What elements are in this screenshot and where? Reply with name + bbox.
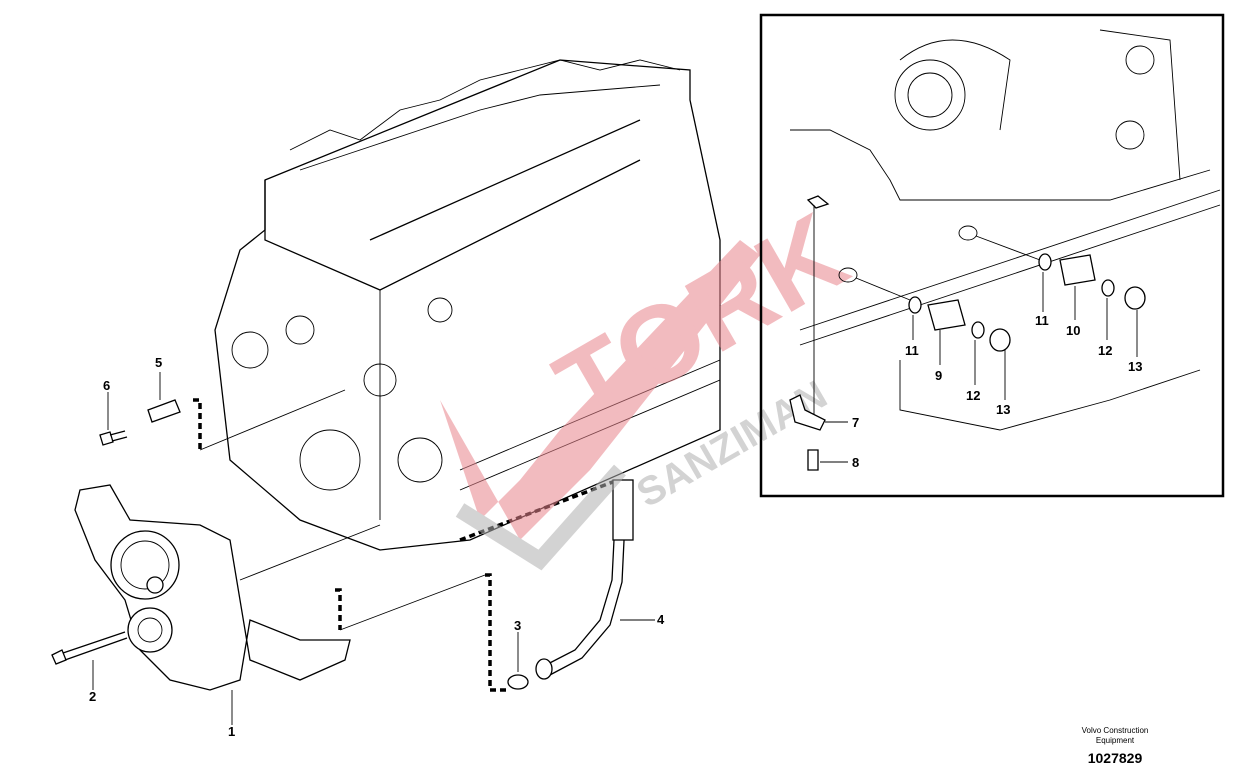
illustration-footer: Volvo Construction Equipment 1027829 — [1055, 726, 1175, 766]
illustration-number: 1027829 — [1087, 750, 1143, 766]
oil-pump — [74, 484, 351, 691]
callout-12: 12 — [966, 388, 980, 403]
watermark-logo: TORK SANZIMAN — [440, 190, 866, 571]
detail-inset — [759, 13, 1225, 498]
callout-7: 7 — [852, 415, 859, 430]
callout-6: 6 — [103, 378, 110, 393]
callout-13: 13 — [996, 402, 1010, 417]
callout-11: 11 — [1035, 313, 1049, 328]
callout-5: 5 — [155, 355, 162, 370]
publisher-line2: Equipment — [1095, 736, 1135, 745]
callout-11: 11 — [905, 343, 919, 358]
bolt-6 — [99, 430, 128, 446]
bolt-2 — [51, 631, 128, 665]
callout-2: 2 — [89, 689, 96, 704]
publisher-line1: Volvo Construction — [1081, 726, 1149, 735]
callout-9: 9 — [935, 368, 942, 383]
callout-3: 3 — [514, 618, 521, 633]
connection-line — [485, 573, 510, 692]
connection-line — [193, 398, 202, 450]
callout-8: 8 — [852, 455, 859, 470]
sleeve-5 — [147, 399, 181, 423]
callout-12: 12 — [1098, 343, 1112, 358]
callout-1: 1 — [228, 724, 235, 739]
callout-10: 10 — [1066, 323, 1080, 338]
callout-4: 4 — [657, 612, 665, 627]
seal-ring-3 — [507, 674, 529, 690]
valve-train — [289, 59, 681, 171]
oil-pipe-4 — [535, 479, 634, 680]
connection-line — [335, 588, 342, 630]
callout-13: 13 — [1128, 359, 1142, 374]
